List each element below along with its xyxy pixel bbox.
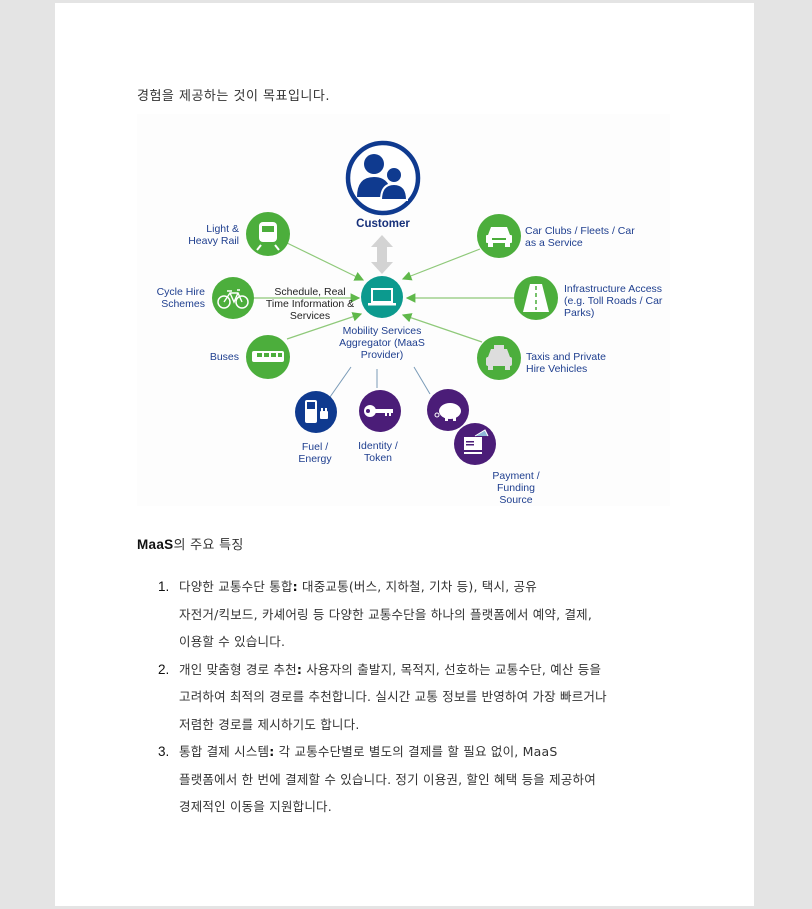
maas-diagram-figure: Customer Light & Heavy Rail Cycle Hire S… <box>137 114 670 506</box>
bicycle-icon <box>212 277 254 319</box>
list-line: 저렴한 경로를 제시하기도 합니다. <box>179 716 360 732</box>
bidirectional-arrow-icon <box>371 235 393 274</box>
infrastructure-label: Infrastructure Access (e.g. Toll Roads /… <box>564 283 663 319</box>
car-clubs-label: Car Clubs / Fleets / Car as a Service <box>525 225 635 249</box>
heading-rest: 의 주요 특징 <box>173 538 244 553</box>
list-line: 개인 맞춤형 경로 추천: 사용자의 출발지, 목적지, 선호하는 교통수단, … <box>179 661 602 677</box>
heading-bold: MaaS <box>137 537 174 552</box>
list-item: 2. 개인 맞춤형 경로 추천: 사용자의 출발지, 목적지, 선호하는 교통수… <box>158 656 698 739</box>
buses-label: Buses <box>209 351 239 363</box>
section-heading: MaaS의 주요 특징 <box>137 534 244 553</box>
list-number: 1. <box>158 579 170 594</box>
train-icon <box>246 212 290 256</box>
list-line: 이용할 수 있습니다. <box>179 634 286 649</box>
intro-paragraph: 경험을 제공하는 것이 목표입니다. <box>137 89 330 104</box>
item-title: 개인 맞춤형 경로 추천 <box>179 661 297 677</box>
item-title: 통합 결제 시스템 <box>179 744 270 759</box>
list-line: 다양한 교통수단 통합: 대중교통(버스, 지하철, 기차 등), 택시, 공유 <box>179 579 537 594</box>
list-item: 1. 다양한 교통수단 통합: 대중교통(버스, 지하철, 기차 등), 택시,… <box>158 573 698 656</box>
list-line: 플랫폼에서 한 번에 결제할 수 있습니다. 정기 이용권, 할인 혜택 등을 … <box>179 771 596 787</box>
payment-label: Payment / Funding Source <box>492 470 540 506</box>
rail-label: Light & Heavy Rail <box>188 223 239 247</box>
list-line: 통합 결제 시스템: 각 교통수단별로 별도의 결제를 할 필요 없이, Maa… <box>179 744 558 759</box>
list-number: 2. <box>158 661 170 677</box>
list-line: 자전거/킥보드, 카셰어링 등 다양한 교통수단을 하나의 플랫폼에서 예약, … <box>179 606 593 622</box>
piggy-bank-icon <box>427 389 469 431</box>
cycle-label: Cycle Hire Schemes <box>156 286 205 310</box>
payment-card-icon <box>454 423 496 465</box>
laptop-icon <box>361 276 403 318</box>
list-line: 고려하여 최적의 경로를 추천합니다. 실시간 교통 정보를 반영하여 가장 빠… <box>179 689 607 704</box>
road-icon <box>514 276 558 320</box>
item-title: 다양한 교통수단 통합 <box>179 579 293 594</box>
fuel-pump-icon <box>295 391 337 433</box>
customer-label: Customer <box>356 218 410 230</box>
maas-diagram <box>212 140 558 465</box>
taxi-icon <box>477 336 521 380</box>
customer-icon <box>345 140 421 216</box>
hub-label: Mobility Services Aggregator (MaaS Provi… <box>339 325 425 361</box>
document-page: 경험을 제공하는 것이 목표입니다. <box>55 3 754 906</box>
list-item: 3. 통합 결제 시스템: 각 교통수단별로 별도의 결제를 할 필요 없이, … <box>158 738 698 821</box>
key-icon <box>359 390 401 432</box>
features-list: 1. 다양한 교통수단 통합: 대중교통(버스, 지하철, 기차 등), 택시,… <box>158 573 698 821</box>
schedule-info-label: Schedule, Real Time Information & Servic… <box>265 286 355 322</box>
list-line: 경제적인 이동을 지원합니다. <box>179 799 332 814</box>
car-icon <box>477 214 521 258</box>
bus-icon <box>246 335 290 379</box>
list-number: 3. <box>158 744 170 759</box>
identity-label: Identity / Token <box>358 440 398 464</box>
fuel-label: Fuel / Energy <box>298 441 332 465</box>
taxis-label: Taxis and Private Hire Vehicles <box>526 351 606 375</box>
